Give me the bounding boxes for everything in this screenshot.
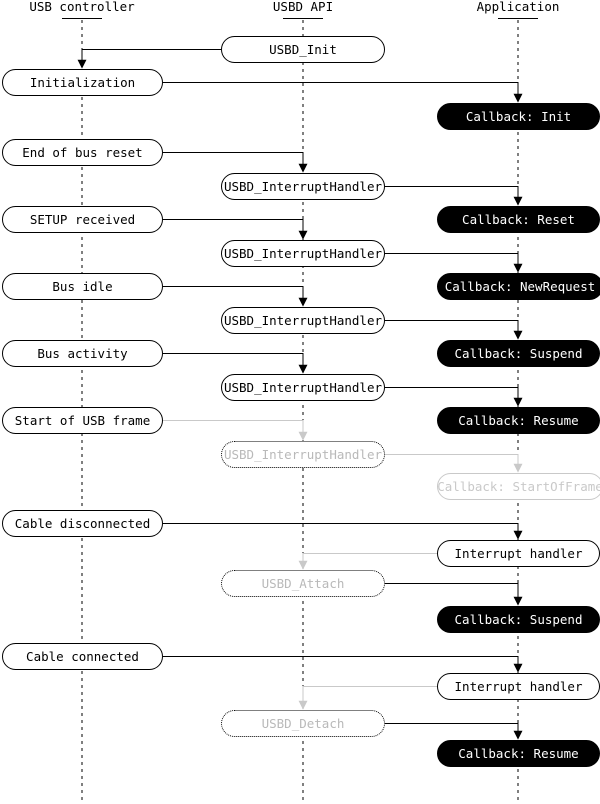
node-label: Callback: Init: [465, 109, 572, 124]
lifeline-label-usb-controller: USB controller: [29, 0, 135, 14]
node-n10: Callback: NewRequest: [437, 273, 600, 300]
node-label: Bus idle: [52, 279, 113, 294]
node-label: USBD_Attach: [261, 576, 345, 591]
node-n23: Cable connected: [2, 643, 163, 670]
connector-n14-to-n16: [385, 387, 519, 399]
node-label: Initialization: [29, 75, 136, 90]
node-n26: Callback: Resume: [437, 740, 600, 767]
node-n04: End of bus reset: [2, 139, 163, 166]
node-label: Cable disconnected: [14, 516, 151, 531]
arrowhead: [513, 196, 523, 206]
lifeline-underline-application: [498, 18, 538, 19]
lifeline-label-application: Application: [476, 0, 560, 14]
connector-n06-to-n08: [163, 219, 304, 232]
arrowhead: [298, 163, 308, 173]
connector-n12-to-n14: [163, 353, 304, 366]
node-label: USBD_InterruptHandler: [223, 447, 383, 462]
node-n09: Bus idle: [2, 273, 163, 300]
node-label: Interrupt handler: [454, 546, 583, 561]
arrowhead: [513, 530, 523, 540]
node-label: Callback: Resume: [458, 746, 579, 761]
node-n18: Callback: StartOfFrame: [437, 473, 600, 500]
node-n15: Start of USB frame: [2, 407, 163, 434]
node-n16: Callback: Resume: [437, 407, 600, 434]
connector-n15-to-n17: [163, 420, 304, 433]
connector-n08-to-n10: [385, 253, 519, 265]
node-label: USBD_Detach: [261, 716, 345, 731]
node-label: Cable connected: [26, 649, 139, 664]
node-n14: USBD_InterruptHandler: [221, 374, 385, 401]
arrowhead: [513, 596, 523, 606]
node-n07: Callback: Reset: [437, 206, 600, 233]
lifeline-underline-usb-controller: [62, 18, 102, 19]
arrowhead: [513, 263, 523, 273]
lifeline-underline-usbd-api: [283, 18, 323, 19]
node-label: Callback: Suspend: [454, 346, 583, 361]
arrowhead: [513, 663, 523, 673]
connector-n02-to-n03: [163, 82, 519, 95]
node-label: USBD_InterruptHandler: [223, 380, 383, 395]
node-n22: Callback: Suspend: [437, 606, 600, 633]
node-n17: USBD_InterruptHandler: [221, 441, 385, 468]
node-n19: Cable disconnected: [2, 510, 163, 537]
node-n06: SETUP received: [2, 206, 163, 233]
node-label: Callback: Reset: [462, 212, 575, 227]
node-label: Callback: Suspend: [454, 612, 583, 627]
node-label: USBD_Init: [269, 42, 337, 57]
node-label: USBD_InterruptHandler: [223, 246, 383, 261]
node-n03: Callback: Init: [437, 103, 600, 130]
arrowhead: [298, 364, 308, 374]
arrowhead: [513, 330, 523, 340]
node-n08: USBD_InterruptHandler: [221, 240, 385, 267]
connector-n25-to-n26: [385, 723, 519, 732]
arrowhead: [513, 463, 523, 473]
connector-n04-to-n05: [163, 152, 304, 165]
node-label: Interrupt handler: [454, 679, 583, 694]
lifeline-label-usbd-api: USBD API: [272, 0, 334, 14]
arrowhead: [298, 560, 308, 570]
node-label: Bus activity: [37, 346, 128, 361]
arrowhead: [298, 700, 308, 710]
connector-n11-to-n13: [385, 320, 519, 332]
node-n24: Interrupt handler: [437, 673, 600, 700]
node-n25: USBD_Detach: [221, 710, 385, 737]
connector-n01-to-n02: [81, 49, 221, 61]
connector-n05-to-n07: [385, 186, 519, 198]
node-label: Callback: NewRequest: [444, 279, 596, 294]
node-label: Callback: StartOfFrame: [437, 479, 600, 494]
node-n01: USBD_Init: [221, 36, 385, 63]
arrowhead: [298, 297, 308, 307]
node-label: End of bus reset: [22, 145, 143, 160]
node-label: USBD_InterruptHandler: [223, 179, 383, 194]
node-n20: Interrupt handler: [437, 540, 600, 567]
arrowhead: [77, 59, 87, 69]
node-label: Start of USB frame: [14, 413, 151, 428]
connector-n19-to-n20: [163, 523, 519, 532]
node-n13: Callback: Suspend: [437, 340, 600, 367]
connector-n09-to-n11: [163, 286, 304, 299]
arrowhead: [298, 431, 308, 441]
node-label: USBD_InterruptHandler: [223, 313, 383, 328]
node-n21: USBD_Attach: [221, 570, 385, 597]
arrowhead: [513, 93, 523, 103]
arrowhead: [513, 397, 523, 407]
node-n12: Bus activity: [2, 340, 163, 367]
connector-n24-to-n25: [302, 686, 437, 702]
connector-n17-to-n18: [385, 454, 519, 465]
node-n11: USBD_InterruptHandler: [221, 307, 385, 334]
arrowhead: [513, 730, 523, 740]
arrowhead: [298, 230, 308, 240]
connector-n23-to-n24: [163, 656, 519, 665]
node-label: SETUP received: [29, 212, 136, 227]
node-n02: Initialization: [2, 69, 163, 96]
connector-n21-to-n22: [385, 583, 519, 598]
node-label: Callback: Resume: [458, 413, 579, 428]
node-n05: USBD_InterruptHandler: [221, 173, 385, 200]
connector-n20-to-n21: [302, 553, 437, 562]
